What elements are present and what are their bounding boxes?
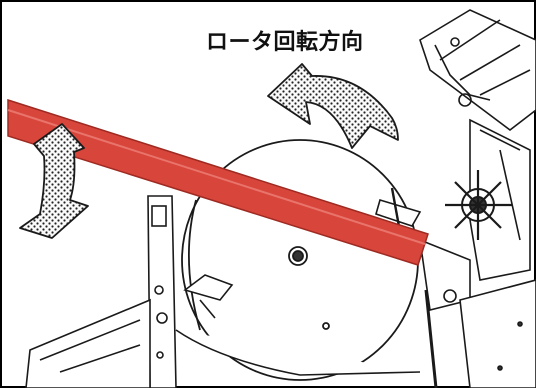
left-frame: [25, 195, 421, 388]
rotation-direction-arrow: [267, 63, 399, 149]
upper-housing: [419, 9, 536, 281]
swing-direction-arrow: [19, 123, 89, 239]
star-gear: [445, 170, 512, 240]
rotor-rotation-direction-label: ロータ回転方向: [206, 30, 364, 55]
red-arm: [7, 98, 429, 266]
lower-mechanism: [375, 187, 536, 388]
